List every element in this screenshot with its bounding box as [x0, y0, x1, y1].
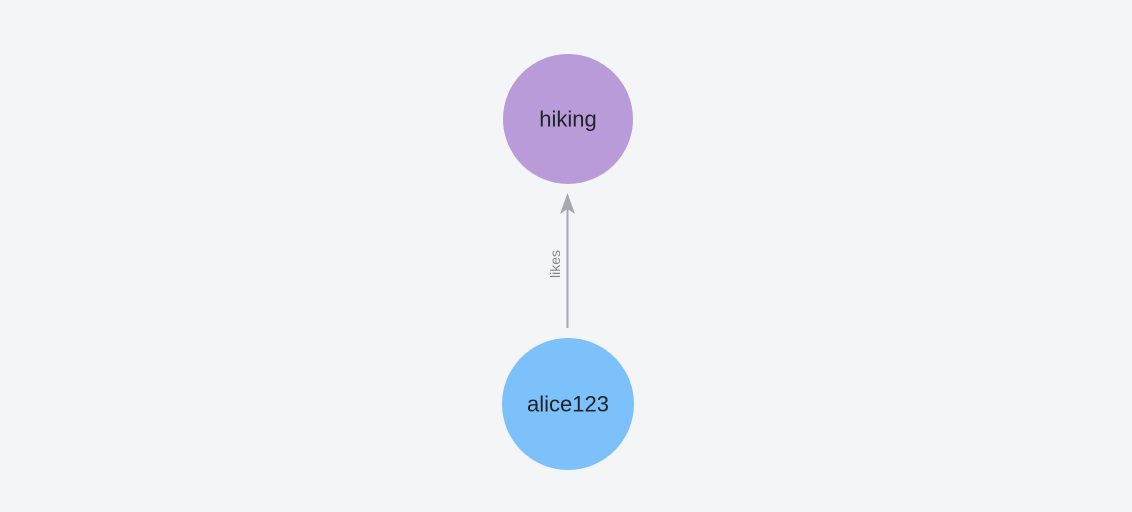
edge-label: likes: [547, 250, 563, 278]
node-alice123-circle[interactable]: [502, 338, 634, 470]
node-hiking-label: hiking: [539, 107, 596, 132]
edge-alice123-likes-hiking[interactable]: likes: [547, 193, 575, 328]
node-hiking[interactable]: hiking: [503, 54, 633, 184]
node-hiking-circle[interactable]: [503, 54, 633, 184]
edge-arrowhead-icon: [560, 193, 575, 214]
node-alice123-label: alice123: [527, 392, 609, 417]
node-alice123[interactable]: alice123: [502, 338, 634, 470]
